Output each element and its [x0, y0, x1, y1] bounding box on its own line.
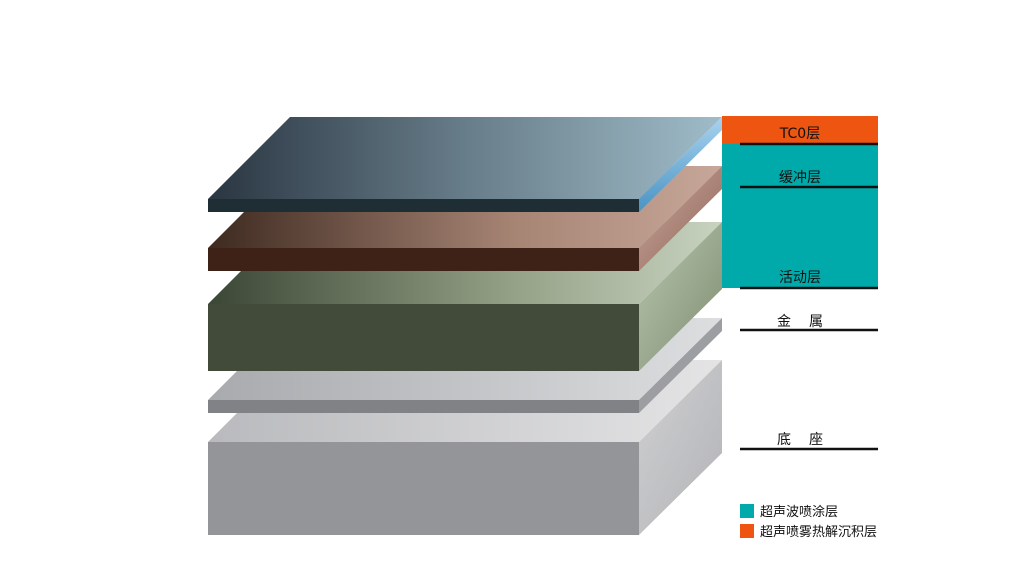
orange-swatch: [740, 523, 754, 538]
teal-swatch: [740, 503, 754, 518]
metal-layer-label: 金属: [777, 314, 841, 330]
label-lines: [740, 142, 878, 451]
active-layer-label: 活动层: [779, 270, 821, 286]
tco-layer-label: TC0层: [779, 126, 821, 142]
substrate-layer-label: 底座: [777, 432, 841, 448]
legend-item-spray-pyrolysis: 超声喷雾热解沉积层: [740, 521, 877, 540]
legend-item-ultrasonic-coating: 超声波喷涂层: [740, 501, 838, 520]
tco-layer: [208, 117, 722, 212]
legend-label: 超声喷雾热解沉积层: [760, 525, 878, 540]
legend-label: 超声波喷涂层: [760, 505, 839, 520]
tco-label-block: [722, 116, 878, 144]
buffer-layer-label: 缓冲层: [779, 170, 821, 186]
teal-label-block: [722, 144, 878, 288]
